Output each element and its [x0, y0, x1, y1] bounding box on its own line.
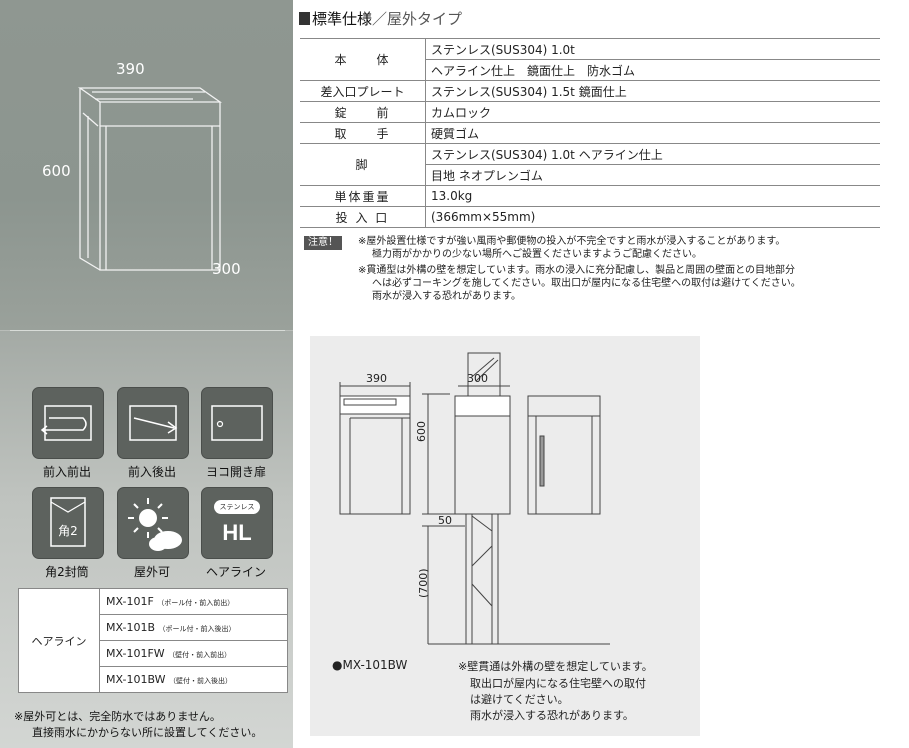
square-bullet-icon: [299, 12, 310, 25]
model-table: ヘアライン MX-101F （ポール付・前入前出） MX-101B （ポール付・…: [18, 588, 288, 693]
icon-label-outdoor: 屋外可: [133, 565, 170, 579]
table-row: 錠 前 カムロック: [300, 101, 880, 123]
spec-title-main: 標準仕様: [312, 10, 373, 28]
stainless-badge: ステンレス: [214, 500, 260, 514]
caution-badge: 注意！: [304, 236, 342, 250]
front-in-front-out-icon: [32, 387, 104, 459]
spec-value: ヘアライン仕上 鏡面仕上 防水ゴム: [425, 59, 880, 81]
model-cell: MX-101FW （壁付・前入前出）: [99, 640, 288, 667]
table-row: ヘアライン MX-101F （ポール付・前入前出）: [18, 588, 288, 693]
caution-2a: ※貫通型は外構の壁を想定しています。雨水の浸入に充分配慮し、製品と周囲の壁面との…: [358, 265, 795, 276]
draw-dim-gap: 50: [438, 514, 452, 527]
dim-width: 390: [116, 60, 145, 78]
spec-value: 目地 ネオプレンゴム: [425, 164, 880, 186]
spec-value: カムロック: [425, 101, 880, 123]
spec-value: 硬質ゴム: [425, 122, 880, 144]
table-row: 差入口プレート ステンレス(SUS304) 1.5t 鏡面仕上: [300, 80, 880, 102]
draw-note-3: は避けてください。: [470, 693, 569, 706]
spec-value: 13.0kg: [425, 185, 880, 207]
spec-title-sub: ／屋外タイプ: [372, 10, 463, 28]
product-dimension-panel: 390 600 300: [0, 0, 293, 330]
model-cell: MX-101B （ポール付・前入後出）: [99, 614, 288, 641]
table-row: 本 体 ステンレス(SUS304) 1.0t: [300, 38, 880, 81]
technical-drawing-panel: 390 300 600 50 (700) ●MX-101BW ※壁貫通は外構の壁…: [310, 336, 700, 736]
model-name: MX-101F: [106, 595, 154, 608]
model-cell: MX-101BW （壁付・前入後出）: [99, 666, 288, 693]
left-panel: 390 600 300 前入前出 前入後出: [0, 0, 293, 748]
footnote-1: ※屋外可とは、完全防水ではありません。: [14, 710, 221, 723]
side-opening-door-icon: [201, 387, 273, 459]
model-note: （ポール付・前入前出）: [157, 599, 235, 607]
model-note: （ポール付・前入後出）: [158, 625, 236, 633]
model-group-label: ヘアライン: [18, 588, 100, 693]
caution-2b: へは必ずコーキングを施してください。取出口が屋内になる住宅壁への取付は避けてくだ…: [372, 278, 801, 289]
envelope-text: 角2: [58, 524, 78, 538]
dim-depth: 300: [212, 260, 241, 278]
spec-label: 投 入 口: [300, 206, 426, 228]
spec-label: 本 体: [300, 38, 426, 81]
spec-title: 標準仕様／屋外タイプ: [299, 8, 462, 29]
caution-2c: 雨水が浸入する恐れがあります。: [372, 291, 521, 302]
spec-label: 取 手: [300, 122, 426, 144]
hairline-finish-icon: ステンレス HL: [201, 487, 273, 559]
table-row: 取 手 硬質ゴム: [300, 122, 880, 144]
caution-1a: ※屋外設置仕様ですが強い風雨や郵便物の投入が不完全ですと雨水が浸入することがあり…: [358, 236, 786, 247]
draw-note-2: 取出口が屋内になる住宅壁への取付: [470, 677, 646, 690]
model-cell: MX-101F （ポール付・前入前出）: [99, 588, 288, 615]
icon-label-front-back: 前入後出: [127, 465, 176, 479]
spec-label: 脚: [300, 143, 426, 186]
model-note: （壁付・前入前出）: [168, 651, 232, 659]
caution-1b: 極力雨がかかりの少ない場所へご設置くださいますようご配慮ください。: [372, 249, 702, 260]
draw-dim-depth: 300: [467, 372, 488, 385]
hl-text: HL: [222, 520, 252, 545]
spec-value: ステンレス(SUS304) 1.0t: [425, 38, 880, 60]
dim-height: 600: [42, 162, 71, 180]
model-note: （壁付・前入後出）: [168, 677, 232, 685]
draw-note-1: ※壁貫通は外構の壁を想定しています。: [458, 660, 653, 673]
draw-dim-height: 600: [415, 421, 428, 442]
spec-label: 単体重量: [300, 185, 426, 207]
model-name: MX-101B: [106, 621, 155, 634]
spec-label: 錠 前: [300, 101, 426, 123]
spec-table: 本 体 ステンレス(SUS304) 1.0t ヘアライン仕上 鏡面仕上 防水ゴム…: [300, 38, 880, 228]
draw-dim-pole: (700): [417, 568, 430, 598]
icon-label-envelope: 角2封筒: [45, 565, 89, 579]
table-row: MX-101BW （壁付・前入後出）: [19, 666, 288, 693]
table-row: MX-101FW （壁付・前入前出）: [19, 640, 288, 667]
spec-value: ステンレス(SUS304) 1.0t ヘアライン仕上: [425, 143, 880, 165]
draw-dim-width: 390: [366, 372, 387, 385]
spec-value: (366mm×55mm): [425, 206, 880, 228]
table-row: 単体重量 13.0kg: [300, 185, 880, 207]
box-outline-illustration: [77, 87, 223, 271]
divider: [10, 330, 285, 331]
table-row: MX-101B （ポール付・前入後出）: [19, 614, 288, 641]
spec-label: 差入口プレート: [300, 80, 426, 102]
draw-note-4: 雨水が浸入する恐れがあります。: [470, 709, 634, 722]
kaku2-envelope-icon: 角2: [32, 487, 104, 559]
icon-label-front-front: 前入前出: [42, 465, 91, 479]
model-name: MX-101FW: [106, 647, 165, 660]
icon-label-side-door: ヨコ開き扉: [205, 465, 266, 479]
footnote-2: 直接雨水にかからない所に設置してください。: [32, 726, 263, 739]
icon-label-hairline: ヘアライン: [205, 565, 266, 579]
table-row: 脚 ステンレス(SUS304) 1.0t ヘアライン仕上: [300, 143, 880, 186]
spec-value: ステンレス(SUS304) 1.5t 鏡面仕上: [425, 80, 880, 102]
front-in-back-out-icon: [117, 387, 189, 459]
technical-drawing: [339, 352, 610, 645]
draw-model-label: ●MX-101BW: [332, 658, 408, 672]
outdoor-ok-icon: [117, 487, 189, 559]
table-row: 投 入 口 (366mm×55mm): [300, 206, 880, 228]
model-name: MX-101BW: [106, 673, 166, 686]
